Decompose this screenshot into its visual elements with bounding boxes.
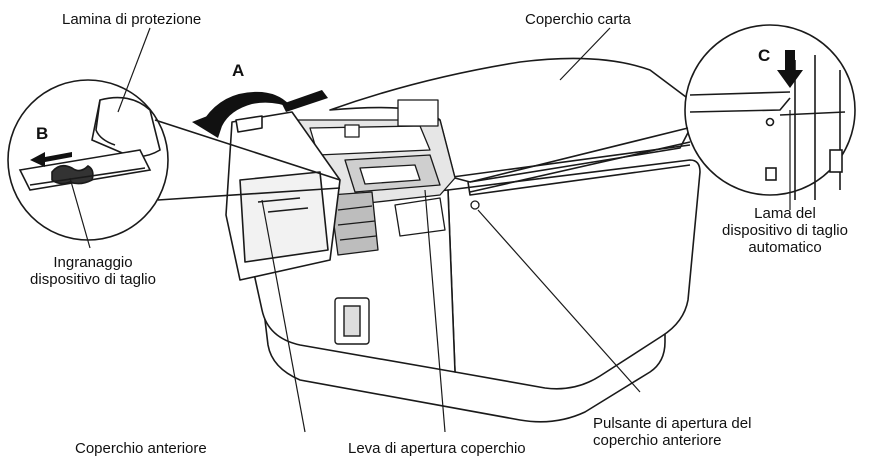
label-front-cover: Coperchio anteriore [75,440,207,457]
label-cutter-gear-line1: Ingranaggio [53,254,133,271]
marker-c: C [758,46,771,65]
marker-b: B [36,124,49,143]
marker-a: A [232,61,245,80]
label-autocutter-blade: Lama del dispositivo di taglio automatic… [700,205,870,256]
front-cover-opened [225,111,341,281]
label-autocutter-blade-line2: dispositivo di taglio [722,222,848,239]
arrow-a [192,90,328,138]
label-cutter-gear: Ingranaggio dispositivo di taglio [18,254,168,288]
magnifier-cutter-gear [7,79,341,241]
label-protection-sheet: Lamina di protezione [62,11,202,28]
label-autocutter-blade-line3: automatico [748,239,822,256]
printer-side-wall [447,159,701,390]
leader-lines [69,27,791,433]
label-autocutter-blade-line1: Lama del [754,205,816,222]
front-cover-open-button [470,200,480,210]
label-cutter-gear-line2: dispositivo di taglio [30,271,156,288]
label-cover-open-lever: Leva di apertura coperchio [348,440,526,457]
label-front-cover-open-button-line1: Pulsante di apertura del [593,415,752,432]
magnifier-autocutter-blade [469,24,856,200]
label-paper-cover: Coperchio carta [525,11,631,28]
label-front-cover-open-button: Pulsante di apertura del coperchio anter… [593,415,751,449]
power-switch [334,297,370,345]
label-front-cover-open-button-line2: coperchio anteriore [593,432,722,449]
